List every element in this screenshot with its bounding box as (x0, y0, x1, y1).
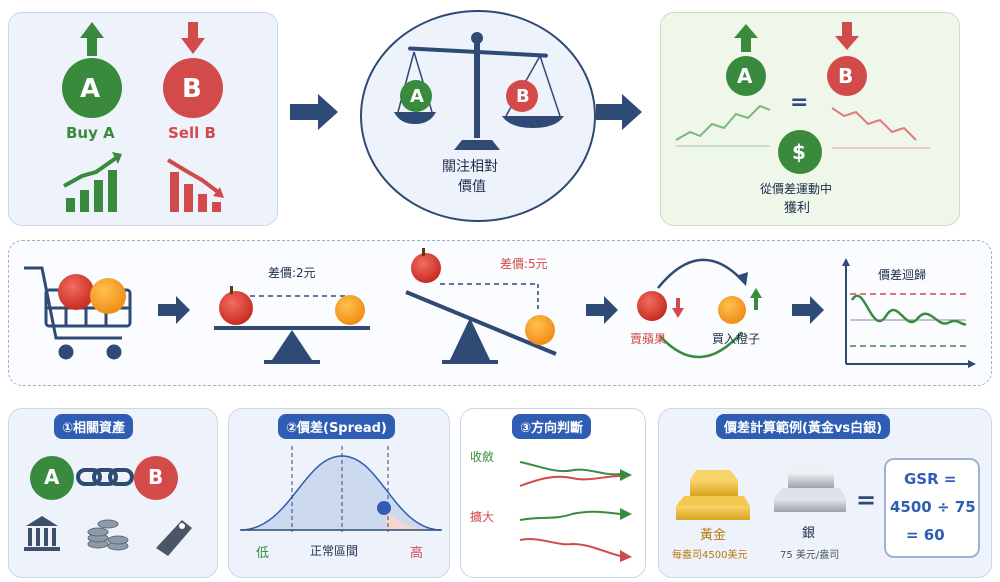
swap-arrow-icon (659, 331, 743, 359)
up-arrow-icon (750, 288, 762, 310)
gold-label: 黃金 (700, 528, 727, 543)
spread-title: ②價差(Spread) (278, 414, 395, 439)
sell-apple-label: 賣蘋果 (630, 332, 667, 346)
seesaw-plank (214, 326, 370, 330)
orange-icon (90, 278, 126, 314)
apple-icon (219, 291, 253, 325)
spread-low-label: 低 (256, 546, 270, 561)
swap-arrow-icon (657, 258, 743, 289)
mean-reversion-chart (842, 258, 976, 368)
silver-price: 75 美元/盎司 (780, 550, 840, 561)
up-arrow-icon (80, 22, 104, 56)
asset-a-letter: A (80, 74, 101, 104)
direction-title: ③方向判斷 (512, 414, 592, 439)
tag-icon (156, 520, 192, 556)
example-equals: = (856, 486, 877, 514)
flow-arrow-icon (792, 296, 824, 324)
related-assets-title: ①相關資產 (54, 414, 134, 439)
seesaw-plank (405, 290, 557, 356)
spread-large-label: 差價:5元 (500, 257, 548, 271)
rising-line-icon (675, 104, 771, 141)
orange-icon (525, 315, 555, 345)
apple-icon (411, 253, 441, 283)
asset-b-circle (134, 456, 178, 500)
asset-a-circle (400, 80, 432, 112)
spread-high-label: 高 (410, 546, 424, 561)
orange-icon (718, 296, 746, 324)
seesaw-pivot (450, 318, 490, 360)
down-arrow-icon (181, 22, 205, 54)
buy-orange-label: 買入橙子 (712, 332, 761, 346)
flow-arrow-icon (158, 296, 190, 324)
converge-label: 收斂 (470, 450, 495, 464)
gsr-line3: = 60 (906, 526, 945, 544)
profit-letter-a: A (737, 64, 753, 88)
spread-normal-label: 正常區間 (310, 544, 359, 558)
gold-bars-icon (676, 470, 750, 520)
profit-line1: 從價差運動中 (760, 182, 833, 196)
apple-icon (637, 291, 667, 321)
relative-value-line2: 價值 (458, 179, 486, 195)
bank-icon (24, 516, 60, 551)
converge-lines (519, 461, 632, 487)
up-arrow-icon (734, 24, 758, 52)
chain-link-icon (76, 468, 134, 486)
buy-a-label: Buy A (66, 124, 115, 142)
seesaw-pivot (272, 330, 312, 360)
gsr-box (884, 458, 980, 558)
bell-curve-chart (240, 446, 442, 532)
scale-letter-a: A (410, 86, 424, 107)
dollar-sign: $ (792, 140, 806, 164)
buy-sell-panel (8, 12, 278, 226)
falling-line-icon (831, 107, 917, 141)
silver-bars-icon (774, 464, 846, 512)
related-letter-a: A (44, 465, 60, 489)
down-arrow-icon (672, 298, 684, 318)
spread-small-label: 差價:2元 (268, 266, 316, 280)
relative-value-line1: 關注相對 (442, 159, 498, 175)
gsr-line1: GSR = (904, 470, 957, 488)
orange-icon (335, 295, 365, 325)
asset-b-circle (827, 56, 867, 96)
down-arrow-icon (835, 22, 859, 50)
coins-icon (87, 519, 129, 551)
asset-a-circle (30, 456, 74, 500)
rising-bars-icon (63, 152, 122, 212)
mean-reversion-title: 價差迴歸 (878, 268, 927, 282)
flow-arrow-icon (586, 296, 618, 324)
flow-arrow-icon (596, 94, 642, 130)
dollar-icon (778, 130, 822, 174)
silver-label: 銀 (802, 526, 816, 541)
sell-b-label: Sell B (168, 124, 216, 142)
asset-b-circle (163, 58, 223, 118)
balance-scale-icon (394, 32, 564, 150)
equals-sign: = (790, 90, 809, 115)
expand-label: 擴大 (470, 510, 495, 524)
scale-letter-b: B (516, 86, 530, 107)
asset-a-circle (62, 58, 122, 118)
profit-letter-b: B (838, 64, 854, 88)
asset-b-circle (506, 80, 538, 112)
gold-silver-title: 價差計算範例(黃金vs白銀) (716, 414, 891, 439)
flow-arrow-icon (290, 94, 338, 130)
asset-a-circle (726, 56, 766, 96)
profit-line2: 獲利 (784, 201, 811, 216)
related-letter-b: B (148, 465, 164, 489)
apple-icon (58, 274, 94, 310)
expand-lines (519, 508, 632, 562)
gold-price: 每盎司4500美元 (672, 550, 748, 561)
asset-b-letter: B (182, 74, 202, 104)
gsr-line2: 4500 ÷ 75 (890, 498, 976, 516)
profit-panel (660, 12, 960, 226)
falling-bars-icon (166, 158, 224, 212)
